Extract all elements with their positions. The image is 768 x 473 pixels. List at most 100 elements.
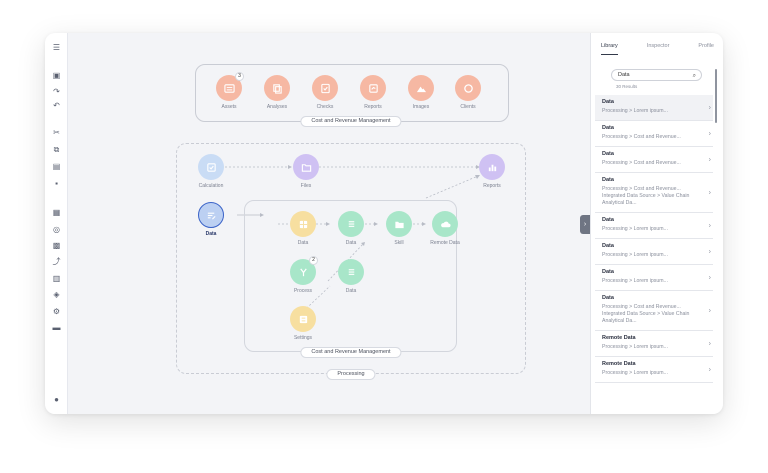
clients-node[interactable] [455,75,481,101]
list-item[interactable]: Remote Data Processing > Lorem ipsum... … [595,331,713,357]
item-path: Processing > Lorem ipsum... [602,252,668,258]
delete-icon[interactable]: ▪ [55,179,58,188]
item-path: Processing > Lorem ipsum... [602,278,668,284]
data-main-label: Data [205,231,217,237]
list-item[interactable]: Data Processing > Lorem ipsum... › [595,213,713,239]
process-badge: 2 [309,256,318,265]
reports-node[interactable] [360,75,386,101]
tab-inspector[interactable]: Inspector [646,43,670,49]
item-path: Processing > Cost and Revenue... [602,134,681,140]
analyses-label: Analyses [266,104,288,110]
item-title: Data [602,295,614,301]
list-item[interactable]: Remote Data Processing > Lorem ipsum... … [595,357,713,383]
item-path: Processing > Lorem ipsum... [602,226,668,232]
assets-node[interactable] [216,75,242,101]
grid-icon[interactable]: ▩ [52,241,61,250]
user-icon[interactable]: ● [54,395,59,404]
save-icon[interactable]: ▣ [52,71,61,80]
left-toolbar: ☰ ▣ ↷ ↶ ✂ ⧉ ▤ ▪ ▦ ◎ ▩ ⤴ ▥ ◈ ⚙ ▬ ● [45,33,68,414]
inner-group-label[interactable]: Cost and Revenue Management [300,347,402,358]
list-item[interactable]: Data Processing > Cost and Revenue... › [595,147,713,173]
item-title: Data [602,125,614,131]
table-icon[interactable]: ▥ [52,274,61,283]
list-item[interactable]: Data Processing > Cost and Revenue... In… [595,173,713,213]
item-path: Processing > Cost and Revenue... [602,186,681,192]
list-item[interactable]: Data Processing > Cost and Revenue... In… [595,291,713,331]
menu-icon[interactable]: ☰ [52,43,61,52]
comment-icon[interactable]: ▬ [52,323,61,332]
analyses-icon [272,83,282,94]
analyses-node[interactable] [264,75,290,101]
images-node[interactable] [408,75,434,101]
target-icon[interactable]: ◎ [53,225,60,234]
remote-data-label: Remote Data [430,240,460,246]
calculation-node[interactable] [198,154,224,180]
clients-icon [463,83,473,93]
settings-icon[interactable]: ⚙ [52,307,61,316]
panel-tabs: Library Inspector Profile [601,43,714,55]
tab-library[interactable]: Library [601,43,618,55]
files-node[interactable] [293,154,319,180]
data2-node[interactable] [338,211,364,237]
data3-label: Data [345,288,357,294]
search-icon[interactable]: ⌕ [692,73,696,79]
item-title: Data [602,243,614,249]
mountain-icon [416,86,426,92]
data3-node[interactable] [338,259,364,285]
chevron-right-icon: › [708,130,711,137]
document-lines-icon [348,268,354,275]
search-input[interactable]: Data ⌕ [611,69,702,81]
item-title: Data [602,217,614,223]
undo-icon[interactable]: ↶ [53,101,60,110]
redo-icon[interactable]: ↷ [53,87,60,96]
images-label: Images [412,104,430,110]
data2-label: Data [345,240,357,246]
chevron-right-icon: › [708,307,711,314]
assets-badge: 3 [235,72,244,81]
top-group-label[interactable]: Cost and Revenue Management [300,116,402,127]
bar-chart-icon [488,164,496,171]
data-inner-node[interactable] [290,211,316,237]
list-edit-icon [207,212,216,220]
branch-icon [299,267,307,276]
calculator-icon[interactable]: ▦ [52,208,61,217]
scrollbar[interactable] [715,69,717,123]
data-main-node[interactable] [198,202,224,228]
list-item[interactable]: Data Processing > Lorem ipsum... › [595,95,713,121]
checks-node[interactable] [312,75,338,101]
calculation-icon [206,162,216,172]
item-title: Remote Data [602,361,636,367]
reports-output-node[interactable] [479,154,505,180]
chevron-right-icon: › [708,104,711,111]
reports-output-label: Reports [483,183,501,189]
settings-node[interactable] [290,306,316,332]
list-item[interactable]: Data Processing > Lorem ipsum... › [595,265,713,291]
paste-icon[interactable]: ▤ [52,162,61,171]
list-item[interactable]: Data Processing > Cost and Revenue... › [595,121,713,147]
item-path: Processing > Lorem ipsum... [602,108,668,114]
remote-data-node[interactable] [432,211,458,237]
results-count: 30 Results [616,84,638,89]
item-title: Data [602,99,614,105]
list-item[interactable]: Data Processing > Lorem ipsum... › [595,239,713,265]
panel-collapse-button[interactable]: › [580,215,590,234]
item-source: Integrated Data Source > Value Chain Ana… [602,311,690,324]
chevron-right-icon: › [708,274,711,281]
tab-profile[interactable]: Profile [698,43,714,49]
trend-icon[interactable]: ⤴ [52,257,61,266]
processing-group-label[interactable]: Processing [326,369,376,380]
workflow-canvas[interactable]: Cost and Revenue Management 3 Assets Ana… [68,33,590,414]
cloud-icon [440,221,451,227]
copy-icon[interactable]: ⧉ [53,145,60,154]
results-list: Data Processing > Lorem ipsum... › Data … [595,95,713,383]
skill-node[interactable] [386,211,412,237]
layers-icon[interactable]: ◈ [53,290,60,299]
settings-label: Settings [293,335,313,341]
item-title: Data [602,177,614,183]
data-inner-label: Data [297,240,309,246]
chevron-right-icon: › [708,222,711,229]
checks-label: Checks [316,104,334,110]
cut-icon[interactable]: ✂ [53,128,60,137]
reports-icon [368,83,378,93]
checks-icon [320,83,330,93]
